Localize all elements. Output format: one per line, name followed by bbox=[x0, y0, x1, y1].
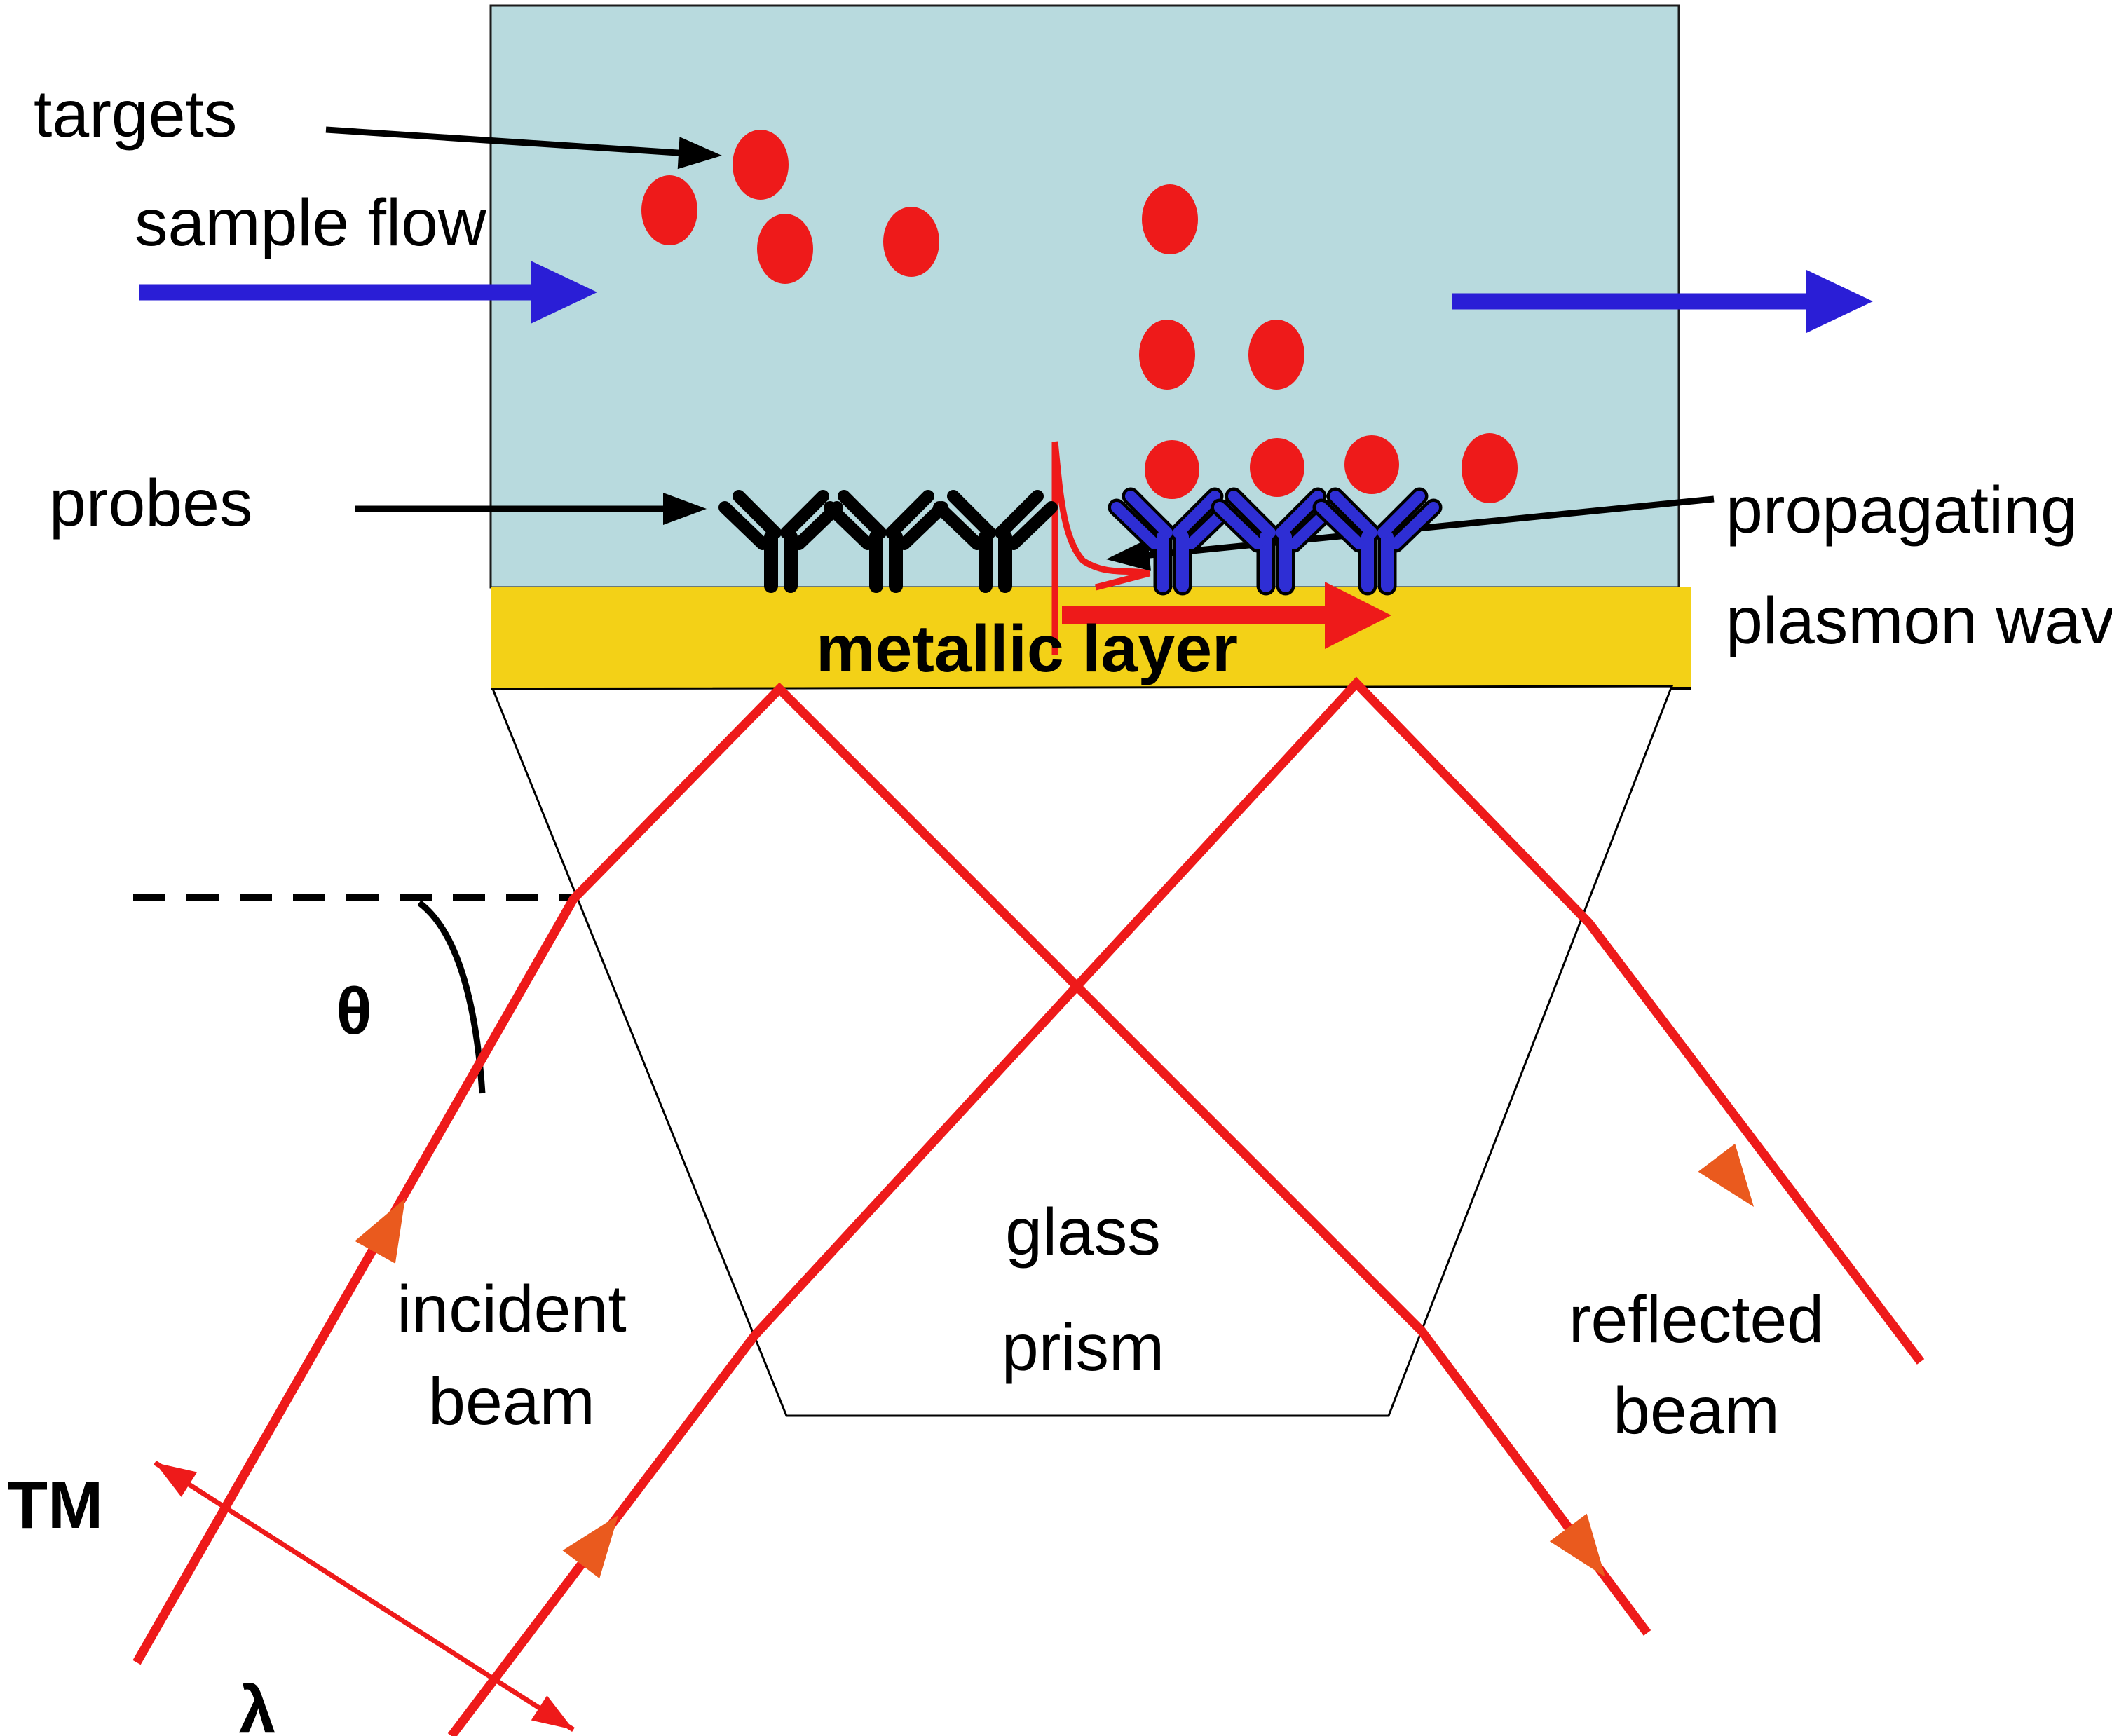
beam-arrowhead-up-right bbox=[562, 1515, 618, 1579]
label-theta: θ bbox=[336, 974, 372, 1048]
beam-arrowhead-down-upper bbox=[1698, 1143, 1754, 1207]
target-molecule bbox=[1139, 320, 1195, 390]
flow-arrow-out-head bbox=[1806, 270, 1873, 333]
beam-arrowhead-up-left bbox=[355, 1198, 405, 1264]
targets-annotation-arrowhead bbox=[677, 137, 722, 170]
label-targets: targets bbox=[34, 77, 237, 151]
tm-line bbox=[154, 1461, 575, 1732]
bound-target-molecule bbox=[1344, 435, 1399, 494]
tm-arrowhead-downright bbox=[531, 1695, 573, 1730]
glass-prism bbox=[491, 685, 1674, 1417]
target-molecule bbox=[757, 214, 813, 284]
target-molecule bbox=[883, 207, 939, 277]
plasmon-arrowhead bbox=[1325, 582, 1391, 649]
tm-polarization-indicator bbox=[154, 1461, 575, 1732]
target-molecule bbox=[641, 175, 697, 245]
theta-angle-arc bbox=[417, 900, 486, 1094]
bound-target-molecule bbox=[1145, 440, 1199, 499]
tm-arrowhead-upleft bbox=[155, 1463, 198, 1497]
metallic-layer-band bbox=[491, 587, 1691, 689]
beam-arrowhead-down-lower bbox=[1549, 1513, 1605, 1577]
plasmon-evanescent-field bbox=[1051, 441, 1151, 655]
plasmon-annotation-arrowhead bbox=[1106, 538, 1151, 571]
label-lambda: λ bbox=[239, 1673, 276, 1736]
label-incident-line1: incident bbox=[397, 1272, 626, 1346]
plasmon-propagation-arrow bbox=[1062, 582, 1391, 649]
bound-target-molecule bbox=[1250, 438, 1304, 497]
label-incident-line2: beam bbox=[428, 1365, 595, 1439]
incident-and-reflected-beams bbox=[132, 676, 1925, 1736]
label-glass-line2: prism bbox=[1002, 1311, 1164, 1385]
target-molecule bbox=[1248, 320, 1304, 390]
label-glass-line1: glass bbox=[1005, 1195, 1161, 1269]
target-molecule bbox=[733, 130, 789, 200]
evanescent-decay-curve bbox=[1051, 441, 1151, 591]
flow-arrow-in-head bbox=[531, 261, 597, 324]
beam-ray-2 bbox=[447, 676, 1925, 1736]
bound-targets-group bbox=[1145, 435, 1399, 499]
sample-flow-arrows bbox=[139, 261, 1873, 333]
target-molecule bbox=[1142, 184, 1198, 254]
label-reflected-line2: beam bbox=[1613, 1374, 1780, 1448]
label-reflected-line1: reflected bbox=[1569, 1283, 1824, 1357]
targets-annotation-line bbox=[325, 126, 710, 158]
label-tm: TM bbox=[7, 1468, 103, 1543]
label-propagating-line1: propagating bbox=[1726, 473, 2078, 547]
beam-ray-1 bbox=[132, 682, 1651, 1665]
target-molecule bbox=[1462, 433, 1518, 503]
label-probes: probes bbox=[49, 466, 252, 540]
label-sample-flow: sample flow bbox=[135, 186, 486, 260]
label-metallic-layer: metallic layer bbox=[816, 612, 1238, 686]
label-propagating-line2: plasmon wave bbox=[1726, 584, 2112, 658]
free-targets-group bbox=[641, 130, 1518, 503]
probes-annotation-arrowhead bbox=[663, 493, 707, 525]
